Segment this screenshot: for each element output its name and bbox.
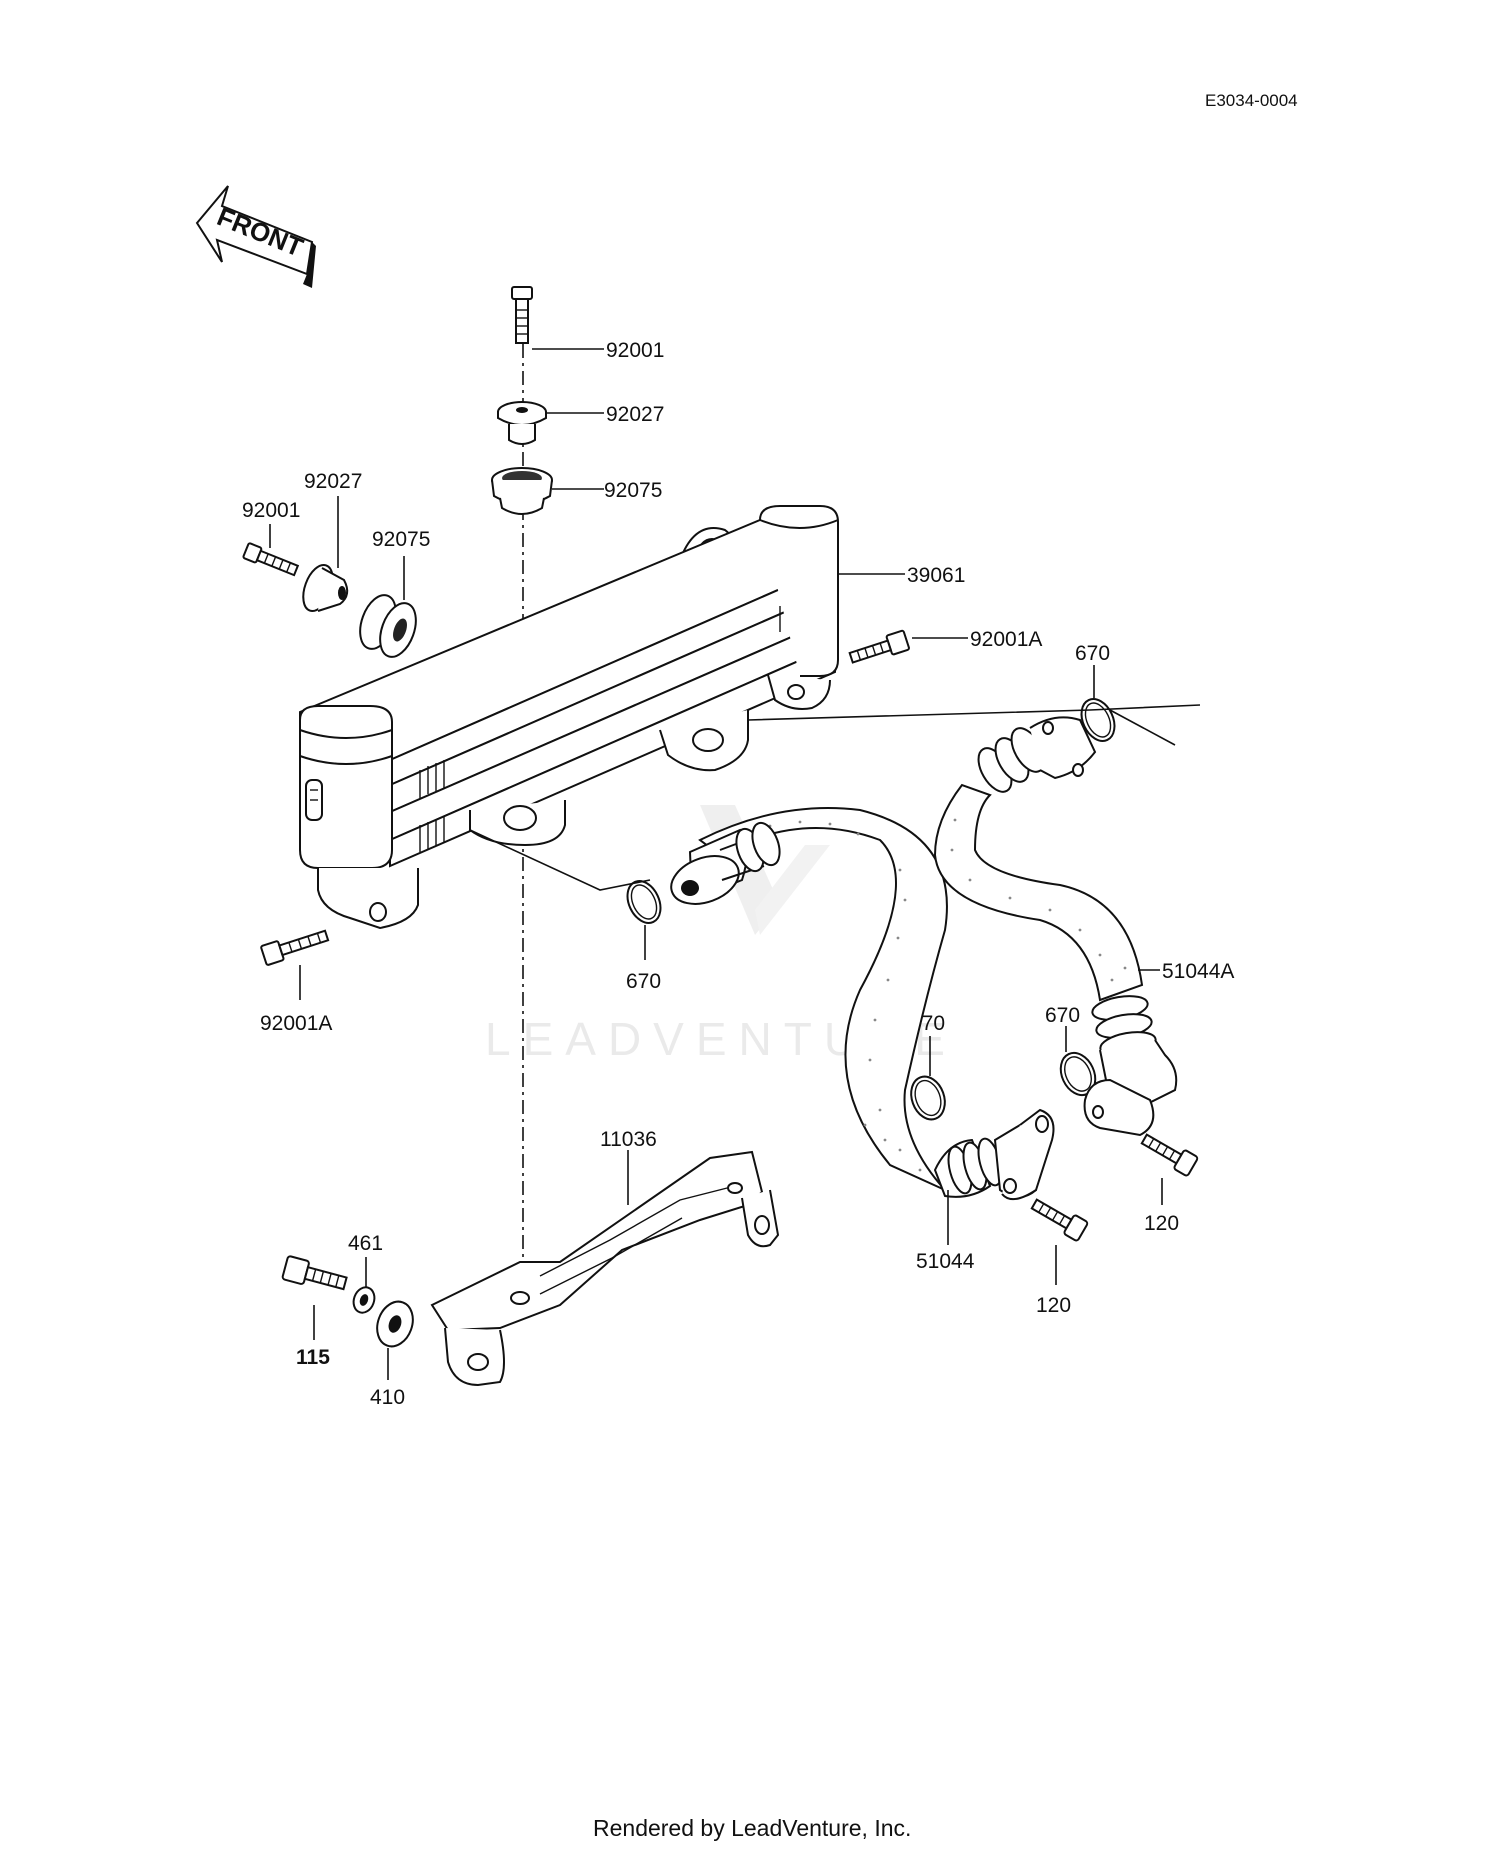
washer-410 bbox=[376, 1300, 414, 1348]
label-51044: 51044 bbox=[916, 1250, 975, 1273]
bolt-120-right bbox=[1140, 1133, 1199, 1177]
front-arrow-icon: FRONT bbox=[195, 185, 316, 288]
grommet-92075-left bbox=[359, 594, 417, 658]
label-120-right: 120 bbox=[1144, 1212, 1179, 1235]
document-id: E3034-0004 bbox=[1205, 91, 1298, 110]
washer-461 bbox=[352, 1286, 376, 1314]
oring-670-topright bbox=[1080, 698, 1116, 742]
label-92001-left: 92001 bbox=[242, 499, 300, 522]
oring-670-mid bbox=[626, 880, 662, 924]
label-92027-top: 92027 bbox=[606, 403, 664, 426]
label-92001A-left: 92001A bbox=[260, 1012, 332, 1035]
label-92027-left: 92027 bbox=[304, 470, 362, 493]
bolt-92001A-left bbox=[260, 929, 330, 966]
bolt-92001-left bbox=[242, 542, 300, 577]
label-51044A: 51044A bbox=[1162, 960, 1234, 983]
label-115: 115 bbox=[296, 1346, 330, 1369]
label-92001A-right: 92001A bbox=[970, 628, 1042, 651]
label-120-mid: 120 bbox=[1036, 1294, 1071, 1317]
label-92075-left: 92075 bbox=[372, 528, 430, 551]
oil-hose-51044 bbox=[670, 807, 1055, 1201]
label-670-topright: 670 bbox=[1075, 642, 1110, 665]
bolt-115 bbox=[281, 1255, 348, 1291]
grommet-92075-top bbox=[491, 467, 553, 515]
label-11036: 11036 bbox=[600, 1128, 657, 1151]
bracket-11036 bbox=[430, 1150, 780, 1387]
label-410: 410 bbox=[370, 1386, 405, 1409]
collar-92027-top bbox=[497, 401, 547, 445]
bolt-92001-top bbox=[511, 286, 533, 344]
label-92075-top: 92075 bbox=[604, 479, 662, 502]
footer-credit: Rendered by LeadVenture, Inc. bbox=[593, 1815, 911, 1841]
label-461: 461 bbox=[348, 1232, 383, 1255]
oring-670-lower-mid bbox=[910, 1075, 946, 1121]
label-39061: 39061 bbox=[907, 564, 965, 587]
ref-line-right bbox=[747, 704, 1201, 721]
label-92001-top: 92001 bbox=[606, 339, 664, 362]
oil-hose-51044A bbox=[933, 716, 1178, 1137]
label-670-lower-right: 670 bbox=[1045, 1004, 1080, 1027]
collar-92027-left bbox=[302, 564, 349, 612]
bolt-120-mid bbox=[1030, 1198, 1089, 1242]
oil-cooler-39061 bbox=[299, 505, 839, 930]
label-670-mid: 670 bbox=[626, 970, 661, 993]
bolt-92001A-right bbox=[848, 629, 910, 664]
